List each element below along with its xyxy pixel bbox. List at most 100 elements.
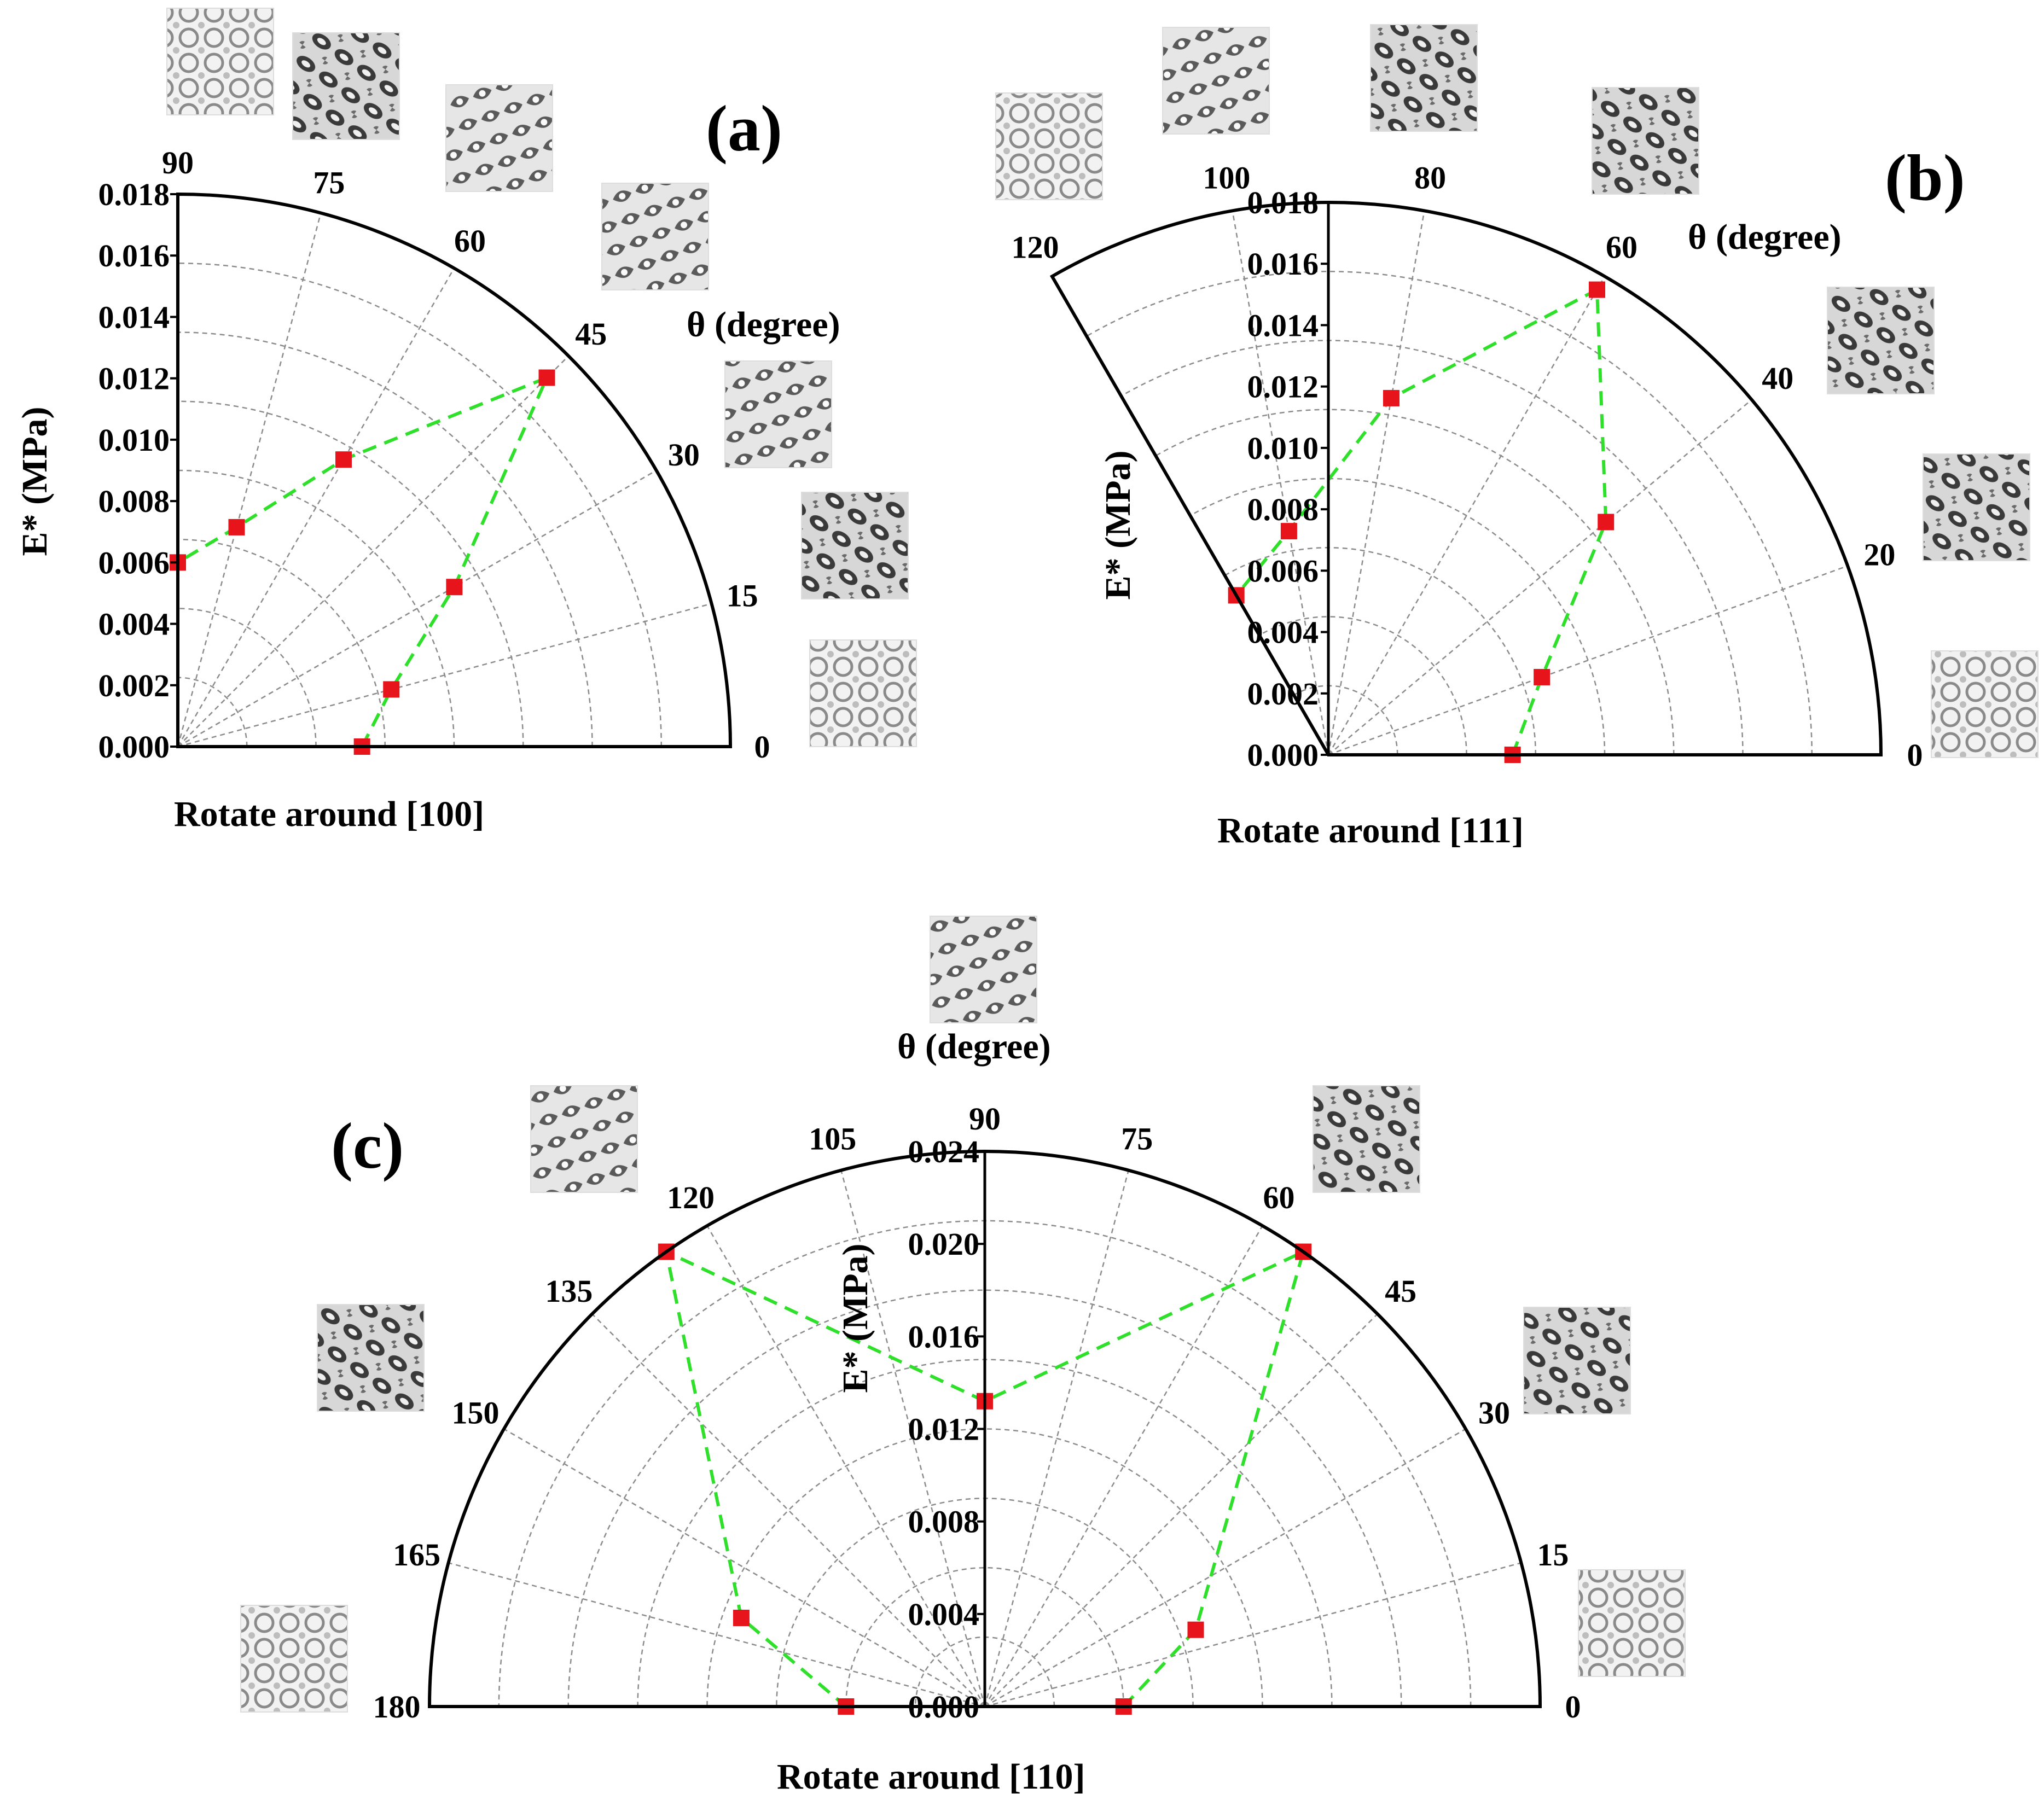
theta-title: θ (degree) (687, 305, 840, 345)
lattice-image-80 (1370, 24, 1478, 132)
theta-tick-label: 30 (668, 437, 700, 473)
theta-tick-label: 90 (162, 145, 194, 180)
grid-radial-line (177, 469, 657, 748)
lattice-image-20 (1923, 453, 2030, 561)
x-axis-title: Rotate around [100] (174, 794, 484, 834)
grid-radial-line (177, 603, 712, 748)
grid-radial-line (177, 213, 322, 747)
panel-letter: (c) (331, 1109, 404, 1182)
y-axis-title: E* (MPa) (835, 1243, 875, 1393)
tick-labels: 0.0000.0020.0040.0060.0080.0100.0120.014… (98, 145, 770, 765)
lattice-insets (166, 8, 917, 747)
grid-radial-line (1327, 276, 1606, 755)
theta-tick-label: 165 (393, 1537, 440, 1573)
tick-labels: 0.0000.0020.0040.0060.0080.0100.0120.014… (1012, 160, 1923, 773)
polar-axes (1049, 200, 1883, 756)
lattice-image-30 (1523, 1307, 1631, 1414)
lattice-image-60 (1313, 1085, 1420, 1193)
data-point (446, 579, 463, 596)
r-tick-label: 0.014 (1247, 307, 1319, 343)
grid-circle (1155, 409, 1675, 755)
polar-frame (1049, 200, 1883, 756)
r-tick-label: 0.024 (908, 1134, 980, 1169)
data-point (1383, 389, 1400, 406)
theta-tick-label: 100 (1203, 160, 1250, 195)
lattice-image-15 (801, 492, 909, 599)
r-tick-label: 0.008 (98, 484, 170, 519)
theta-tick-label: 75 (1121, 1121, 1153, 1157)
lattice-image-150 (317, 1304, 425, 1412)
lattice-image-60 (1592, 87, 1699, 195)
lattice-image-0 (1578, 1569, 1686, 1677)
data-point (383, 681, 400, 698)
grid-circle (177, 677, 248, 747)
r-tick-label: 0.016 (908, 1319, 980, 1354)
theta-tick-label: 120 (667, 1180, 715, 1215)
lattice-image-30 (724, 360, 832, 468)
theta-tick-label: 45 (1385, 1273, 1416, 1309)
lattice-image-90 (166, 8, 274, 115)
lattice-image-120 (995, 92, 1103, 200)
panel-a: 0.0000.0020.0040.0060.0080.0100.0120.014… (15, 8, 917, 834)
lattice-insets (995, 24, 2039, 758)
r-tick-label: 0.008 (1247, 492, 1319, 527)
panel-letter: (a) (706, 92, 782, 165)
r-tick-label: 0.016 (98, 238, 170, 273)
lattice-image-40 (1827, 287, 1935, 394)
theta-tick-label: 105 (809, 1121, 856, 1157)
lattice-image-45 (601, 183, 709, 290)
lattice-image-0 (1931, 650, 2039, 758)
lattice-image-75 (292, 32, 400, 140)
r-tick-label: 0.016 (1247, 246, 1319, 282)
theta-tick-label: 135 (545, 1273, 593, 1309)
r-tick-label: 0.004 (1247, 615, 1319, 650)
data-point (733, 1609, 750, 1626)
polar-axes (427, 1150, 1542, 1708)
r-tick-label: 0.004 (98, 607, 170, 642)
r-tick-label: 0.012 (98, 361, 170, 397)
theta-tick-label: 0 (754, 729, 770, 765)
theta-tick-label: 80 (1414, 160, 1446, 195)
x-axis-title: Rotate around [110] (777, 1757, 1085, 1797)
lattice-image-90 (930, 916, 1037, 1023)
data-point (538, 369, 555, 386)
r-tick-label: 0.006 (98, 545, 170, 580)
panel-c: 0.0000.0040.0080.0120.0160.0200.02401530… (240, 916, 1686, 1797)
lattice-insets (240, 916, 1686, 1713)
polar-grid (177, 213, 712, 748)
panel-letter: (b) (1885, 141, 1965, 214)
grid-circle (177, 400, 524, 747)
grid-circle (177, 469, 455, 747)
grid-circle (177, 539, 386, 747)
theta-tick-label: 15 (1537, 1537, 1569, 1573)
theta-tick-label: 0 (1565, 1689, 1581, 1725)
y-axis-title: E* (MPa) (1098, 450, 1138, 599)
data-point (1187, 1621, 1204, 1638)
lattice-image-120 (530, 1085, 638, 1193)
grid-radial-line (1328, 399, 1752, 755)
theta-tick-label: 180 (373, 1689, 421, 1725)
r-tick-label: 0.020 (908, 1226, 980, 1262)
lattice-image-60 (445, 84, 553, 192)
theta-tick-label: 75 (313, 165, 345, 200)
r-tick-label: 0.000 (908, 1689, 980, 1725)
grid-circle (567, 1289, 1402, 1707)
theta-tick-label: 45 (575, 316, 607, 352)
r-tick-label: 0.000 (1247, 737, 1319, 773)
theta-tick-label: 40 (1762, 360, 1793, 396)
theta-tick-label: 60 (1606, 230, 1637, 265)
r-tick-label: 0.018 (98, 177, 170, 212)
data-point (1534, 668, 1551, 685)
theta-title: θ (degree) (897, 1027, 1051, 1067)
lattice-image-100 (1162, 27, 1270, 135)
theta-tick-label: 60 (454, 223, 486, 259)
polar-frame (176, 192, 733, 748)
lattice-image-0 (809, 639, 917, 747)
theta-tick-label: 60 (1263, 1180, 1295, 1215)
theta-tick-label: 120 (1012, 230, 1059, 265)
polar-grid (1086, 211, 1848, 756)
grid-circle (177, 608, 317, 747)
x-axis-title: Rotate around [111] (1217, 811, 1524, 851)
theta-tick-label: 90 (969, 1101, 1001, 1137)
grid-circle (1293, 685, 1398, 755)
